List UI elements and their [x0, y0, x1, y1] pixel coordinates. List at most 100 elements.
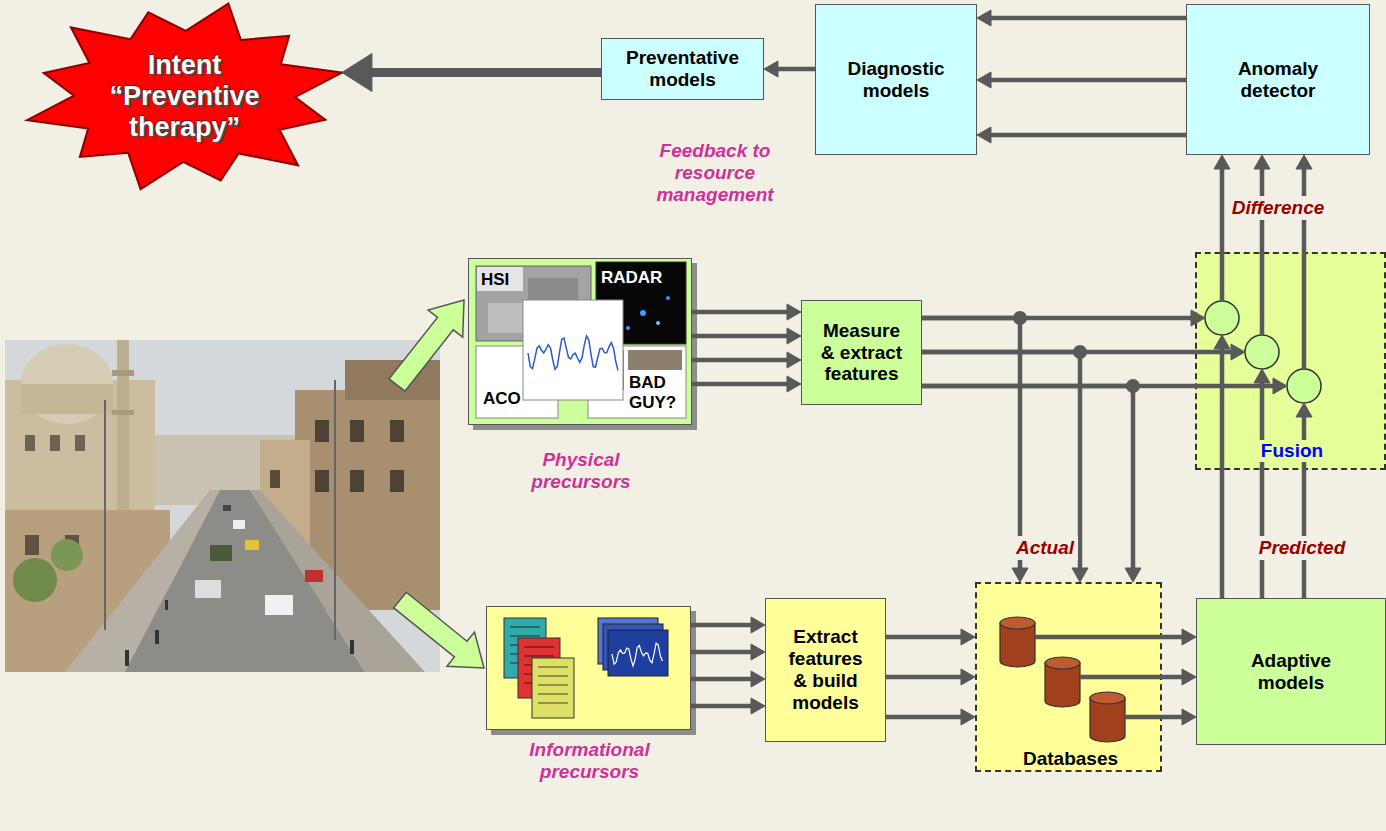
block-arrow [389, 300, 464, 391]
rect-shape [350, 420, 364, 442]
rect-shape [50, 435, 60, 451]
database-cylinder-top [1090, 692, 1125, 704]
circle-shape [13, 558, 57, 602]
line-shape [104, 400, 106, 630]
arrowhead [787, 376, 801, 392]
connector [764, 61, 815, 77]
connector-line [922, 386, 1133, 570]
block-arrow [394, 592, 484, 668]
arrowhead [1182, 709, 1196, 725]
text-slot: Informational precursors [512, 739, 667, 783]
hsi-texture [488, 303, 528, 333]
connector-line [691, 623, 753, 628]
connector-line [1220, 167, 1225, 301]
radar-return [656, 321, 660, 325]
rect-shape [270, 470, 280, 488]
caption-text: Physical precursors [516, 449, 646, 493]
arrowhead [764, 61, 778, 77]
arrowhead [751, 671, 765, 687]
document-panel: Informational precursors [486, 606, 691, 730]
connector-line [1035, 635, 1184, 640]
box-label: Diagnostic models [826, 58, 966, 102]
arrowhead [751, 617, 765, 633]
arrowhead [1072, 568, 1088, 582]
connector-line [692, 382, 789, 387]
process-box: Anomaly detector [1186, 4, 1370, 155]
document-line [538, 684, 568, 686]
chart-icon [608, 630, 668, 676]
arrowhead [1296, 403, 1312, 417]
rect-shape [233, 520, 245, 529]
rect-shape [195, 580, 221, 598]
rect-shape [25, 535, 39, 555]
document-line [510, 626, 540, 628]
database-cylinder-top [1000, 617, 1035, 629]
rect-shape [75, 435, 85, 451]
street-photo [5, 340, 440, 672]
connector-line [886, 675, 963, 680]
text-slot: Databases [977, 748, 1164, 770]
connector-line [886, 715, 963, 720]
text-slot: ACO [483, 389, 533, 409]
connector [1214, 155, 1312, 369]
connector [977, 10, 1186, 143]
connector-line [886, 635, 963, 640]
arrowhead [751, 644, 765, 660]
rect-shape [21, 384, 113, 414]
connector [886, 629, 975, 725]
rect-shape [112, 410, 134, 415]
box-label: Intent “Preventive therapy” [85, 50, 285, 143]
process-box: Diagnostic models [815, 4, 977, 155]
polygon-shape [250, 490, 425, 672]
arrowhead [787, 328, 801, 344]
connector-label: Actual [1012, 536, 1078, 560]
text-slot: Preventative models [602, 39, 763, 99]
connector-line [1260, 381, 1265, 598]
rect-shape [125, 650, 129, 666]
rect-shape [210, 545, 232, 561]
connector-line [1080, 675, 1184, 680]
connector-line [691, 704, 753, 709]
text-slot: BAD GUY? [629, 373, 687, 412]
box-label: Preventative models [613, 47, 753, 91]
connector [342, 54, 601, 92]
process-box: Adaptive models [1196, 598, 1386, 745]
connector-line [692, 334, 789, 339]
document-line [538, 675, 568, 677]
arrowhead [1254, 369, 1270, 383]
box-label: Adaptive models [1236, 650, 1346, 694]
connector-line [692, 310, 789, 315]
connector [692, 304, 801, 392]
arrowhead [1182, 629, 1196, 645]
image-caption: RADAR [601, 268, 683, 288]
text-slot: Predicted [1255, 536, 1350, 560]
ellipse-shape [21, 344, 113, 424]
rect-shape [245, 540, 259, 550]
connector [922, 311, 1141, 582]
arrowhead [751, 698, 765, 714]
box-label: Measure & extract features [817, 320, 907, 386]
box-label: Databases [977, 748, 1164, 770]
arrowhead [977, 72, 991, 88]
connector-line [922, 318, 1020, 570]
text-slot: Feedback to resource management [650, 140, 780, 206]
rect-shape [25, 435, 35, 451]
text-slot: HSI [481, 270, 525, 290]
arrowhead [1182, 669, 1196, 685]
rect-shape [315, 420, 329, 442]
arrowhead [1273, 378, 1287, 394]
database-cylinder-top [1045, 657, 1080, 669]
connector [691, 617, 765, 714]
rect-shape [223, 505, 231, 511]
connector-line [692, 358, 789, 363]
document-line [524, 646, 554, 648]
rect-shape [305, 570, 323, 582]
arrowhead [787, 352, 801, 368]
arrowhead [342, 54, 372, 92]
document-line [524, 655, 554, 657]
circle-shape [51, 539, 83, 571]
rect-shape [315, 470, 329, 492]
image-caption: ACO [483, 389, 533, 409]
rect-shape [350, 640, 354, 654]
arrowhead [1214, 335, 1230, 349]
